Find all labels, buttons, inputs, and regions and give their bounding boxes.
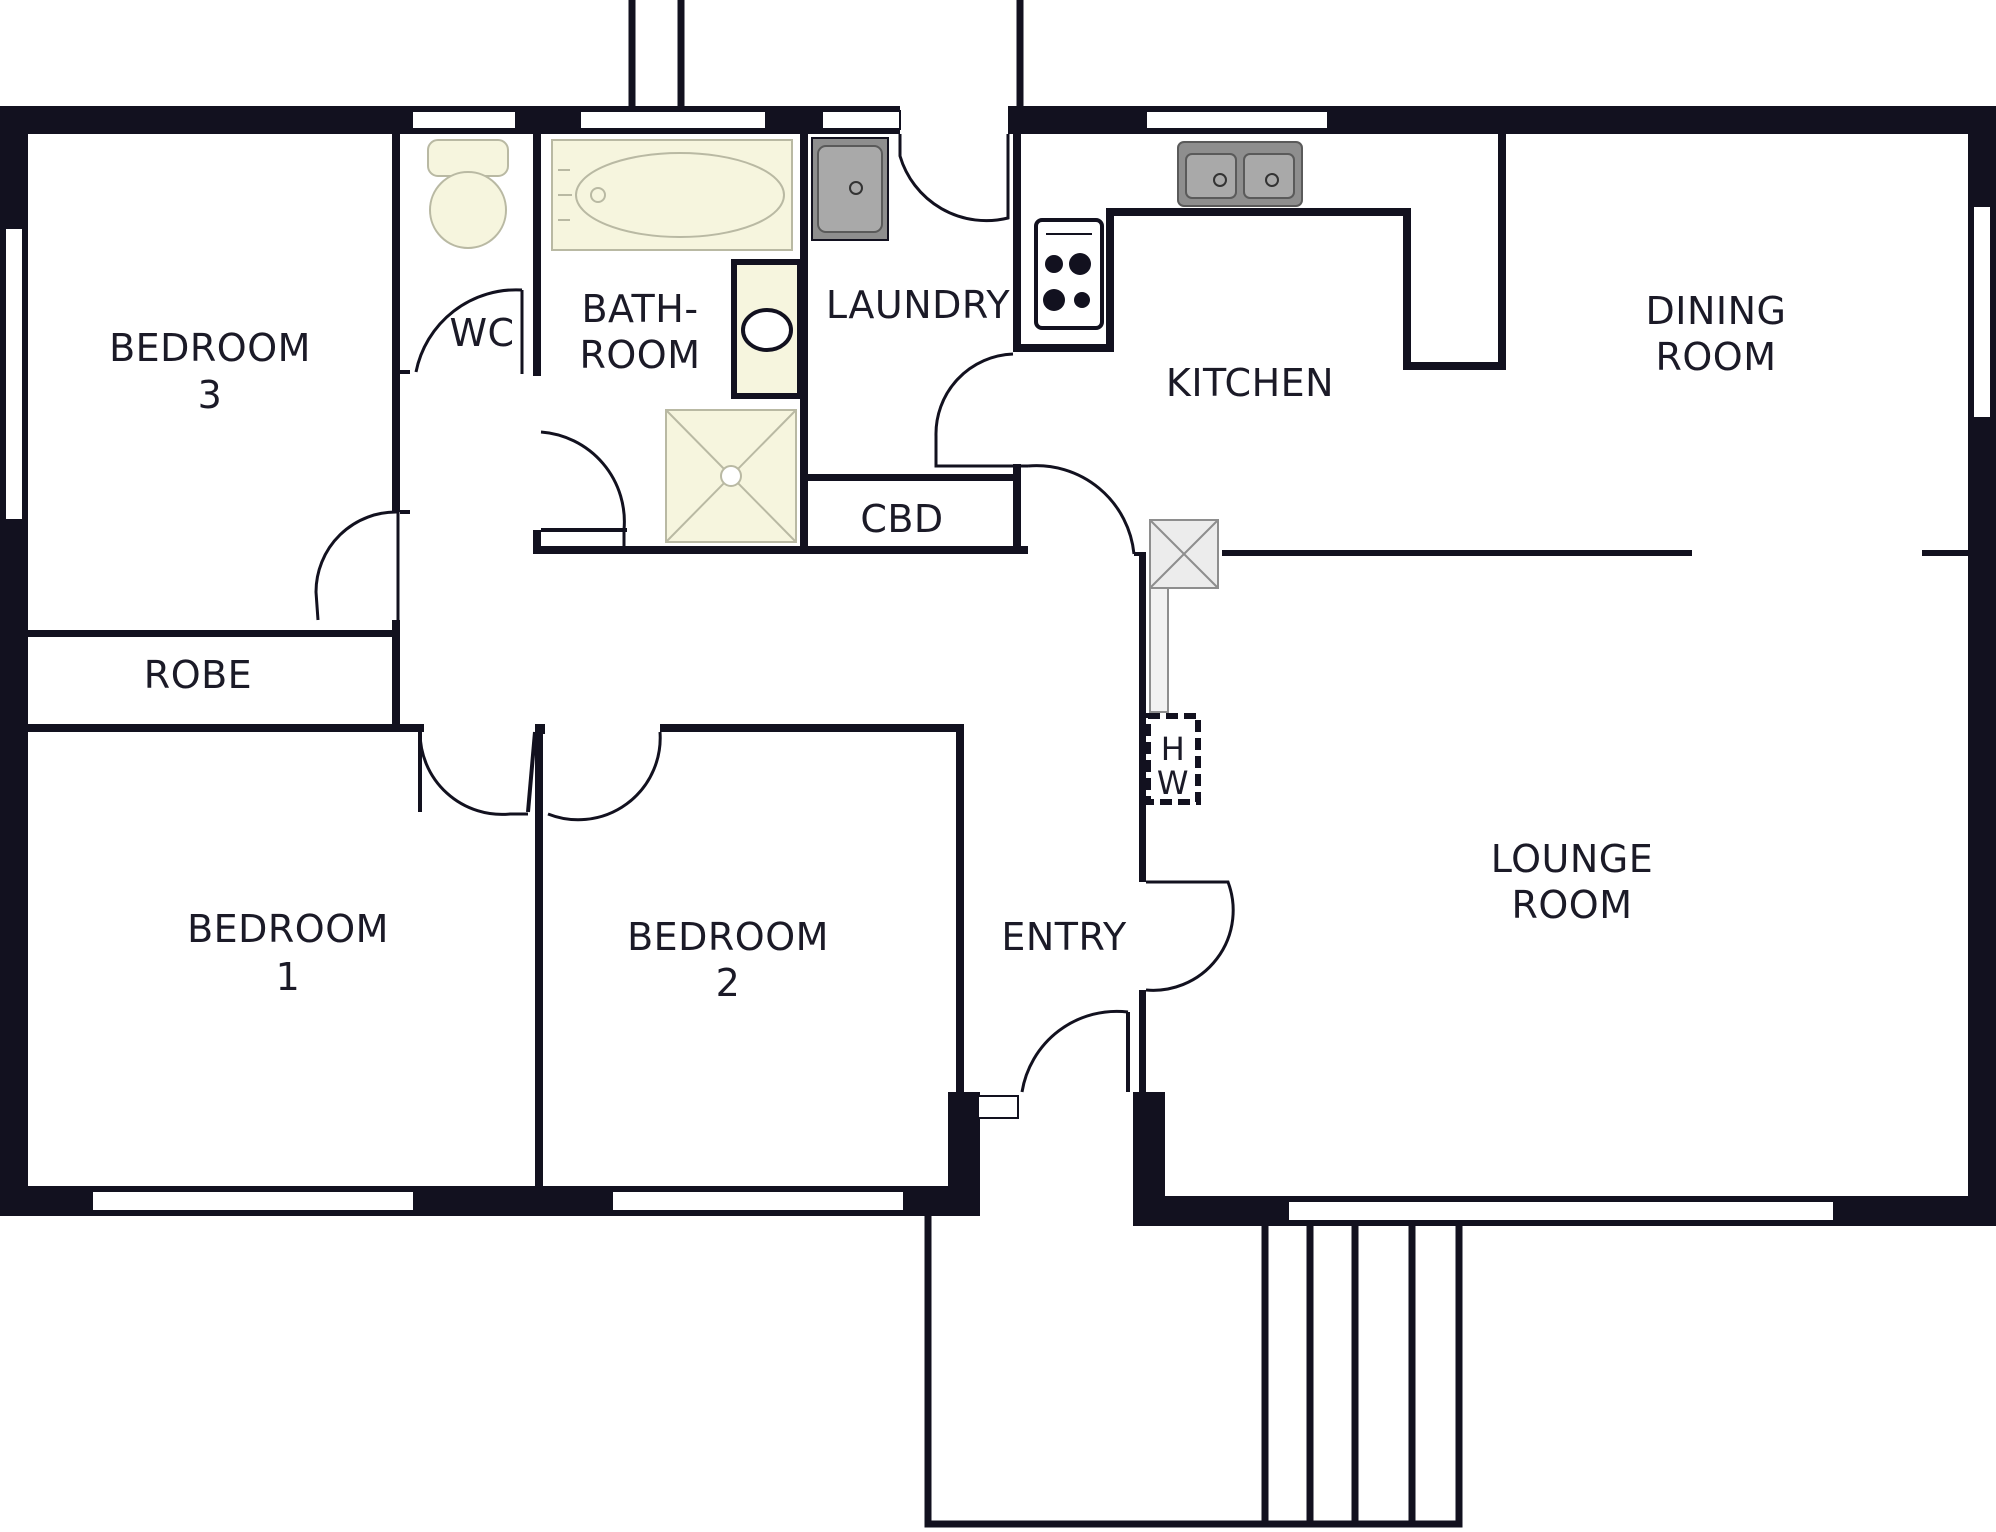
door-bathroom [540,430,626,546]
door-bedroom3 [314,510,400,621]
label-bathroom-line2: ROOM [579,333,700,377]
label-laundry: LAUNDRY [826,283,1011,327]
label-wc: WC [449,311,514,355]
label-bedroom2: BEDROOM [627,915,829,959]
label-cbd: CBD [860,497,943,541]
window-dining [1972,205,1992,419]
label-lounge-line2: ROOM [1511,883,1632,927]
window-kitchen [1145,110,1329,130]
fridge-icon [1149,519,1219,713]
label-dining-line1: DINING [1646,289,1787,333]
label-bathroom-line1: BATH- [581,287,698,331]
door-entry [1020,1009,1129,1093]
label-kitchen: KITCHEN [1166,361,1334,405]
label-lounge-line1: LOUNGE [1491,837,1653,881]
door-swings [314,134,1235,1093]
hot-water-unit [1145,713,1201,805]
door-bedroom2 [547,731,662,822]
door-laundry-kitchen [934,352,1014,468]
window-wc [411,110,517,130]
porch-outline [924,1212,1463,1528]
laundry-sink-icon [811,137,889,241]
windows [4,110,1992,1222]
room-labels: BEDROOM 3 WC BATH- ROOM LAUNDRY KITCHEN … [109,283,1786,1005]
window-entry [977,1095,1019,1119]
window-laundry [821,110,901,130]
interior-walls [28,134,1968,1186]
door-wc [414,288,524,374]
toilet-icon [427,139,509,249]
window-lounge [1287,1200,1835,1222]
label-hw-h: H [1161,730,1186,768]
label-bedroom2-number: 2 [716,961,741,1005]
window-bathroom [579,110,767,130]
kitchen-sink-icon [1177,141,1303,207]
label-bedroom3-number: 3 [198,373,223,417]
shower-icon [665,409,797,543]
front-steps [1261,1225,1416,1524]
label-hw-w: W [1157,764,1189,802]
label-robe: ROBE [144,653,252,697]
jamb-lines [400,348,1146,1092]
door-hall-kitchen [1027,464,1136,555]
label-entry: ENTRY [1001,915,1127,959]
stove-icon [1034,218,1104,330]
door-lounge [1145,880,1235,992]
window-bedroom2 [611,1190,905,1212]
door-bedroom1 [418,731,528,816]
exterior-features [628,0,1463,1528]
door-laundry-ext [898,134,1010,223]
label-bedroom1-number: 1 [276,955,301,999]
bathtub-icon [551,139,793,251]
label-bedroom1: BEDROOM [187,907,389,951]
basin-icon [731,259,803,399]
window-bedroom1 [91,1190,415,1212]
exterior-walls [0,106,1996,1226]
label-bedroom3: BEDROOM [109,326,311,370]
label-dining-line2: ROOM [1655,335,1776,379]
window-bedroom3 [4,227,24,521]
